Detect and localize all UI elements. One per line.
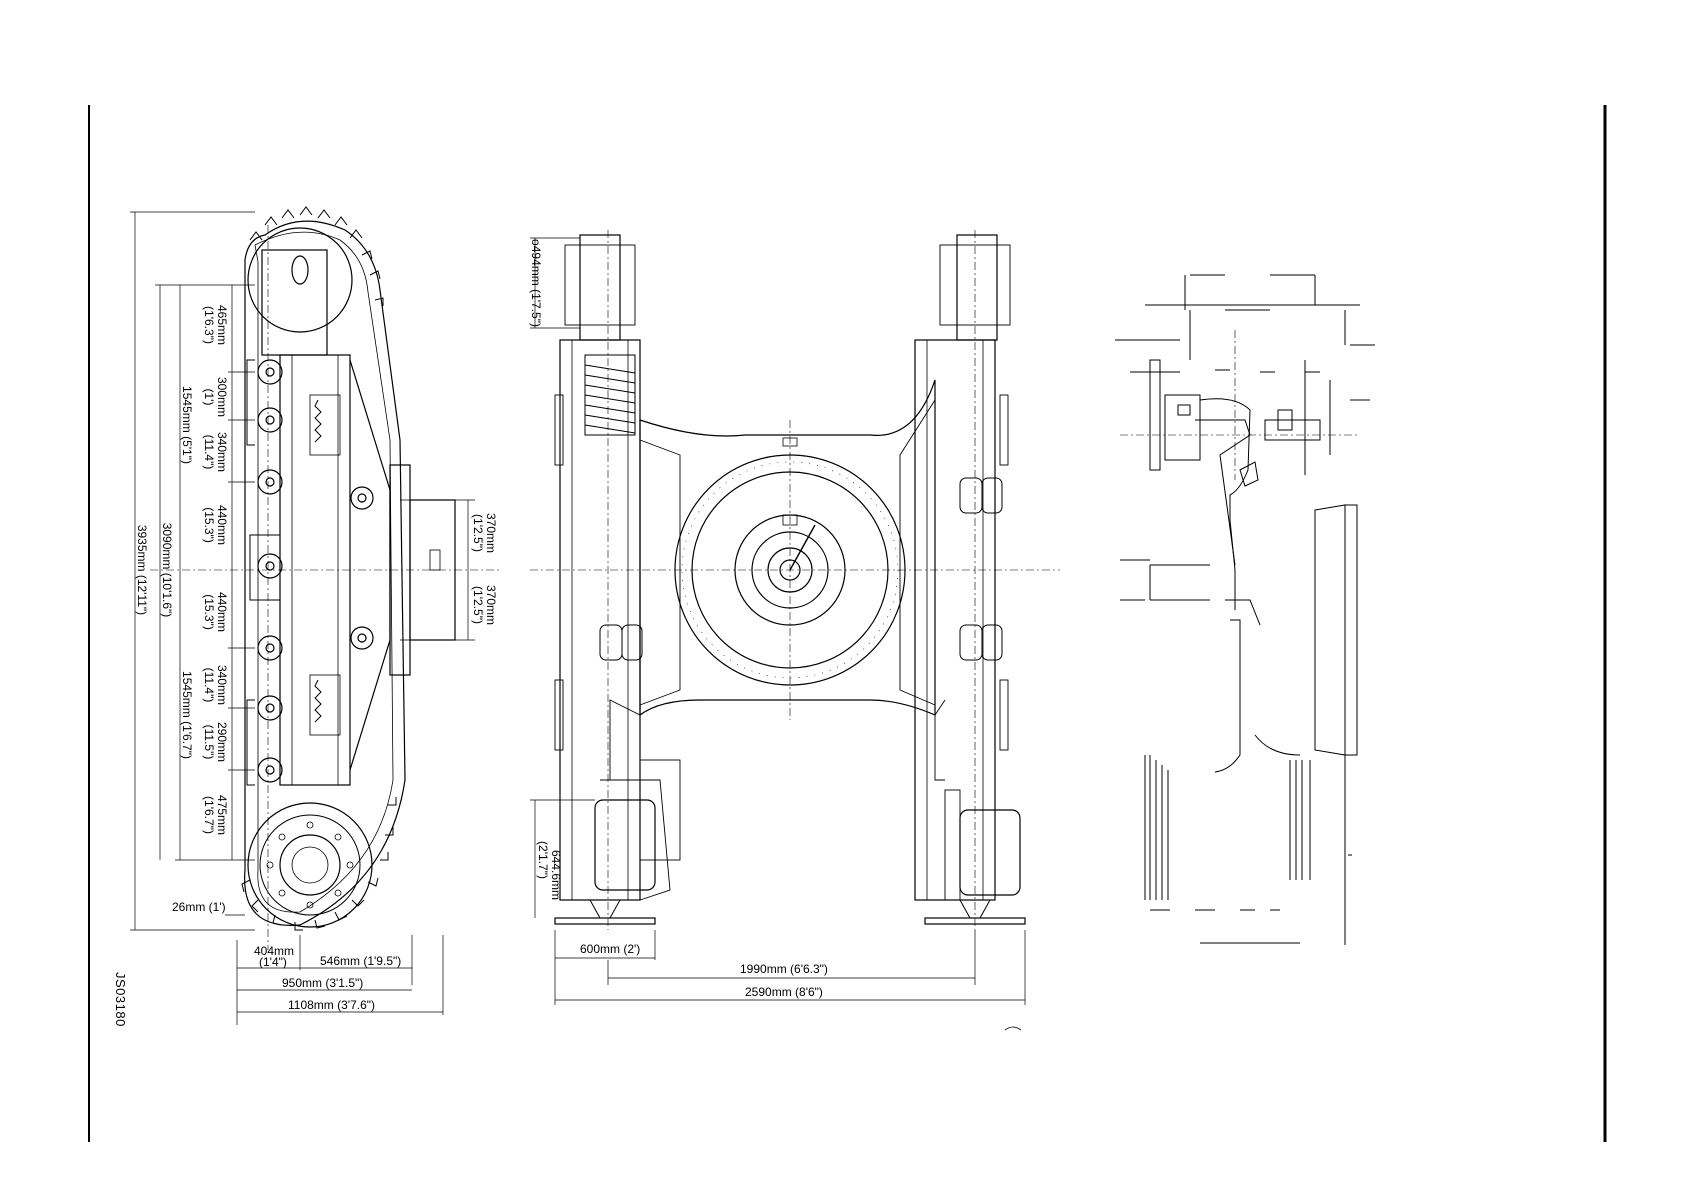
dim-440-upper: 440mm bbox=[215, 505, 229, 545]
dim-track-centres: 1990mm (6'6.3") bbox=[740, 962, 828, 976]
sprocket-bolts bbox=[266, 821, 354, 909]
section-centerlines bbox=[1120, 330, 1360, 480]
dim-465: 465mm bbox=[215, 305, 229, 345]
dim-shoe-width: 600mm (2') bbox=[580, 942, 640, 956]
chain-teeth-bottom bbox=[241, 797, 397, 931]
plan-dimension-lines bbox=[530, 237, 1026, 1005]
plan-centerlines bbox=[530, 230, 1060, 930]
dim-overall-width: 2590mm (8'6") bbox=[745, 985, 823, 999]
dim-upper-span: 1545mm (5'1") bbox=[180, 386, 194, 464]
dim-offset-top: 370mm bbox=[484, 513, 498, 553]
dim-width-a-sub: (1'4") bbox=[259, 955, 287, 969]
dim-475-sub: (1'6.7") bbox=[202, 796, 216, 834]
dim-sprocket-height-sub: (2'1.7") bbox=[536, 841, 550, 879]
dim-lower-span: 1545mm (1'6.7") bbox=[180, 671, 194, 759]
dim-340-lower-sub: (11.4") bbox=[202, 668, 216, 703]
drive-sprocket bbox=[247, 802, 373, 928]
section-view bbox=[1115, 274, 1375, 945]
dim-340-upper: 340mm bbox=[215, 432, 229, 472]
dim-290-sub: (11.5") bbox=[202, 725, 216, 760]
left-track-shoe bbox=[554, 917, 656, 925]
left-idler bbox=[579, 234, 621, 341]
side-dimension-lines bbox=[130, 211, 475, 1025]
dim-bottom-offset: 26mm (1') bbox=[172, 900, 226, 914]
dim-sprocket-height: 644.6mm bbox=[549, 850, 563, 900]
left-final-drive bbox=[594, 799, 656, 891]
dim-290: 290mm bbox=[215, 722, 229, 762]
dim-wheelbase: 3090mm (10'1.6") bbox=[160, 523, 174, 618]
dim-width-b: 546mm (1'9.5") bbox=[320, 954, 401, 968]
small-mark bbox=[1004, 1026, 1022, 1031]
dim-465-sub: (1'6.3") bbox=[202, 306, 216, 344]
dim-overall-length: 3935mm (12'11") bbox=[135, 525, 149, 615]
dim-idler-dia: o494mm (1'7.5") bbox=[529, 239, 543, 327]
carbody bbox=[639, 379, 936, 717]
dim-340-lower: 340mm bbox=[215, 665, 229, 705]
dim-offset-bottom-sub: (1'2.5") bbox=[471, 586, 485, 624]
drawing-reference: JS03180 bbox=[113, 972, 128, 1027]
track-chain bbox=[244, 220, 406, 926]
idler-wheel bbox=[247, 227, 353, 333]
dim-340-upper-sub: (11.4") bbox=[202, 435, 216, 470]
track-rollers bbox=[257, 359, 374, 783]
dim-offset-top-sub: (1'2.5") bbox=[471, 514, 485, 552]
dim-offset-bottom: 370mm bbox=[484, 585, 498, 625]
right-final-drive bbox=[959, 809, 1021, 896]
chain-teeth-top bbox=[249, 206, 384, 306]
dim-300: 300mm bbox=[215, 377, 229, 417]
chain-guards bbox=[599, 477, 1003, 661]
plan-dimension-labels: o494mm (1'7.5") 644.6mm (2'1.7") 600mm (… bbox=[529, 239, 828, 999]
dim-440-lower: 440mm bbox=[215, 592, 229, 632]
plan-view bbox=[554, 234, 1026, 925]
recoil-spring bbox=[584, 354, 636, 436]
side-view bbox=[241, 206, 456, 931]
dim-width-c: 950mm (3'1.5") bbox=[282, 976, 363, 990]
dim-475: 475mm bbox=[215, 795, 229, 835]
dim-300-sub: (1') bbox=[202, 389, 216, 406]
side-centerlines bbox=[150, 225, 500, 950]
dim-width-d: 1108mm (3'7.6") bbox=[288, 998, 375, 1012]
dim-440-upper-sub: (15.3") bbox=[202, 507, 216, 543]
side-dimension-labels: 465mm (1'6.3") 300mm (1') 340mm (11.4") … bbox=[135, 305, 498, 1012]
dim-440-lower-sub: (15.3") bbox=[202, 594, 216, 630]
right-idler bbox=[956, 234, 998, 341]
dim-width-a: 404mm bbox=[254, 944, 294, 958]
